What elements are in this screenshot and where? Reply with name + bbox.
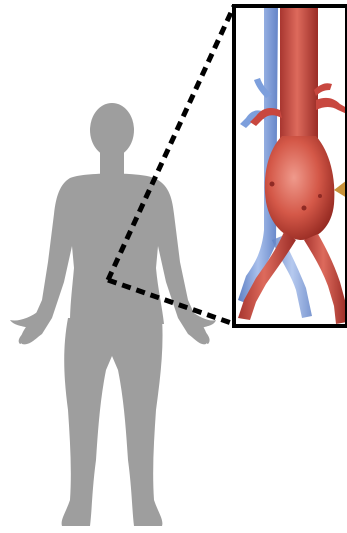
aorta-upper bbox=[280, 6, 318, 140]
human-silhouette bbox=[10, 103, 216, 526]
silhouette-legs bbox=[62, 318, 163, 526]
aorta-inset bbox=[234, 6, 347, 326]
silhouette-neck bbox=[100, 150, 124, 174]
aneurysm-bulge bbox=[265, 136, 335, 240]
silhouette-head bbox=[90, 103, 134, 157]
